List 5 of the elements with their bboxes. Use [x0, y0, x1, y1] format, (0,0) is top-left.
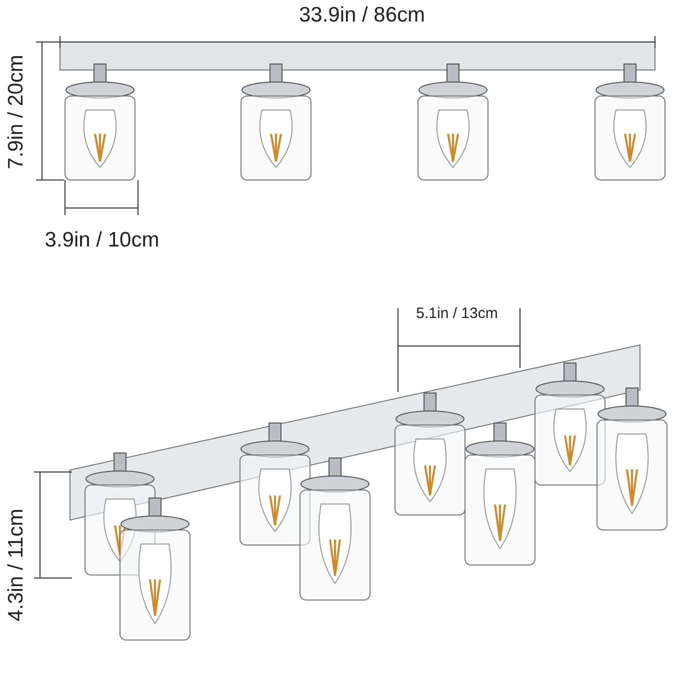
dimension-label: 7.9in / 20cm: [3, 54, 28, 170]
dimension-label: 3.9in / 10cm: [44, 227, 160, 254]
dimension-label: 33.9in / 86cm: [298, 2, 426, 28]
dimension-label: 5.1in / 13cm: [416, 304, 498, 324]
dimension-label: 4.3in / 11cm: [3, 508, 28, 622]
